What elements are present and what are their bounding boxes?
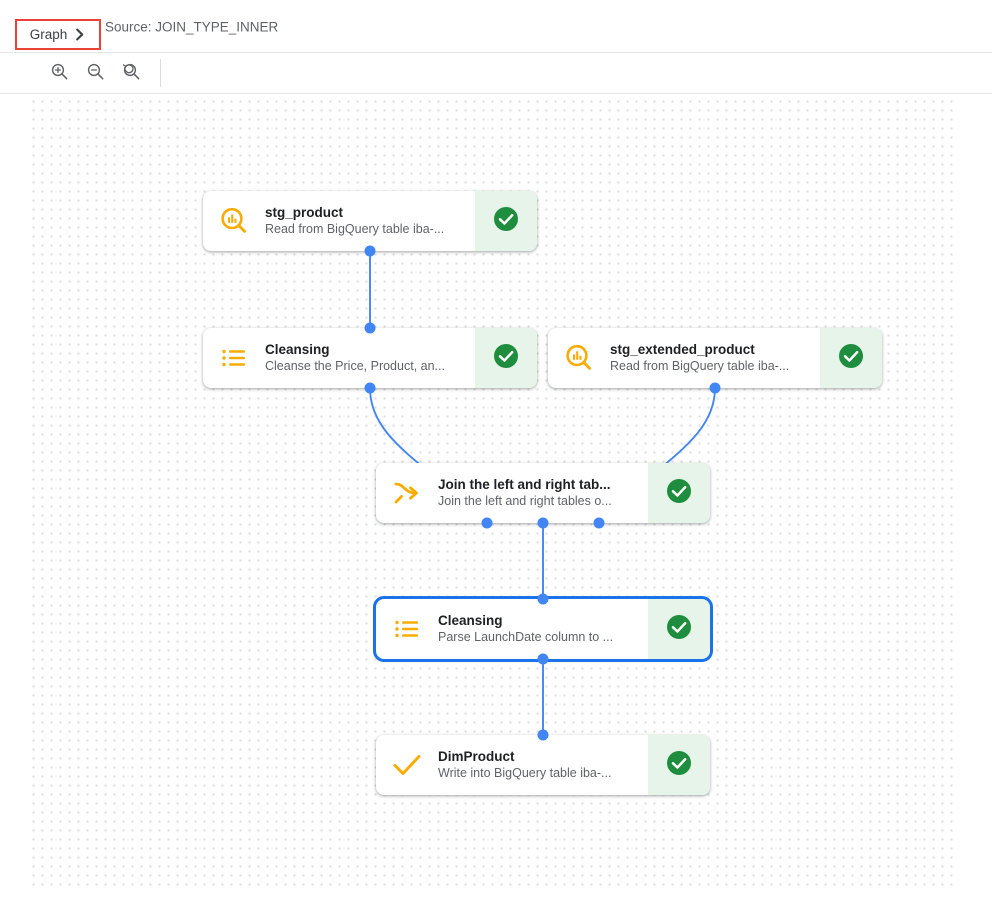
port-cleansing-1-out[interactable] xyxy=(364,382,376,394)
join-merge-icon xyxy=(376,463,438,523)
sink-check-icon xyxy=(376,735,438,795)
node-title: stg_product xyxy=(265,204,344,220)
check-circle-icon xyxy=(665,613,693,646)
check-circle-icon xyxy=(837,342,865,375)
check-circle-icon xyxy=(492,342,520,375)
zoom-in-icon xyxy=(50,62,69,84)
source-label: Source: JOIN_TYPE_INNER xyxy=(105,19,279,35)
node-title: stg_extended_product xyxy=(610,341,755,357)
page-header: Graph Source: JOIN_TYPE_INNER xyxy=(0,0,992,53)
status-badge[interactable] xyxy=(648,735,710,795)
bigquery-source-icon xyxy=(548,328,610,388)
zoom-in-button[interactable] xyxy=(44,58,74,88)
node-join[interactable]: Join the left and right tab... Join the l… xyxy=(376,463,710,523)
toolbar-divider xyxy=(160,59,161,87)
node-title: Cleansing xyxy=(438,612,503,628)
node-description: Read from BigQuery table iba-... xyxy=(610,359,790,374)
status-badge[interactable] xyxy=(648,599,710,659)
zoom-out-button[interactable] xyxy=(80,58,110,88)
zoom-out-icon xyxy=(86,62,105,84)
port-dim-product-in[interactable] xyxy=(537,729,549,741)
status-badge[interactable] xyxy=(820,328,882,388)
chevron-right-icon xyxy=(75,28,86,41)
node-title: Cleansing xyxy=(265,341,330,357)
status-badge[interactable] xyxy=(475,191,537,251)
node-description: Read from BigQuery table iba-... xyxy=(265,222,445,237)
check-circle-icon xyxy=(665,749,693,782)
port-join-out[interactable] xyxy=(537,517,549,529)
status-badge[interactable] xyxy=(475,328,537,388)
port-cleansing-2-in[interactable] xyxy=(537,593,549,605)
breadcrumb[interactable]: Graph xyxy=(15,19,101,50)
status-badge[interactable] xyxy=(648,463,710,523)
node-description: Parse LaunchDate column to ... xyxy=(438,630,614,645)
node-title: DimProduct xyxy=(438,748,515,764)
port-join-in-left[interactable] xyxy=(481,517,493,529)
breadcrumb-item-graph[interactable]: Graph xyxy=(29,26,68,42)
check-circle-icon xyxy=(665,477,693,510)
zoom-reset-icon xyxy=(122,62,141,84)
node-description: Write into BigQuery table iba-... xyxy=(438,766,612,781)
list-icon xyxy=(376,599,438,659)
canvas-toolbar xyxy=(0,53,992,94)
list-icon xyxy=(203,328,265,388)
port-stg-product-out[interactable] xyxy=(364,245,376,257)
node-title: Join the left and right tab... xyxy=(438,476,611,492)
port-cleansing-1-in[interactable] xyxy=(364,322,376,334)
node-text: Join the left and right tab... Join the l… xyxy=(438,463,648,523)
bigquery-source-icon xyxy=(203,191,265,251)
port-stg-extended-product-out[interactable] xyxy=(709,382,721,394)
zoom-reset-button[interactable] xyxy=(116,58,146,88)
port-join-in-right[interactable] xyxy=(593,517,605,529)
node-description: Cleanse the Price, Product, an... xyxy=(265,359,445,374)
port-cleansing-2-out[interactable] xyxy=(537,653,549,665)
node-description: Join the left and right tables o... xyxy=(438,494,612,509)
check-circle-icon xyxy=(492,205,520,238)
